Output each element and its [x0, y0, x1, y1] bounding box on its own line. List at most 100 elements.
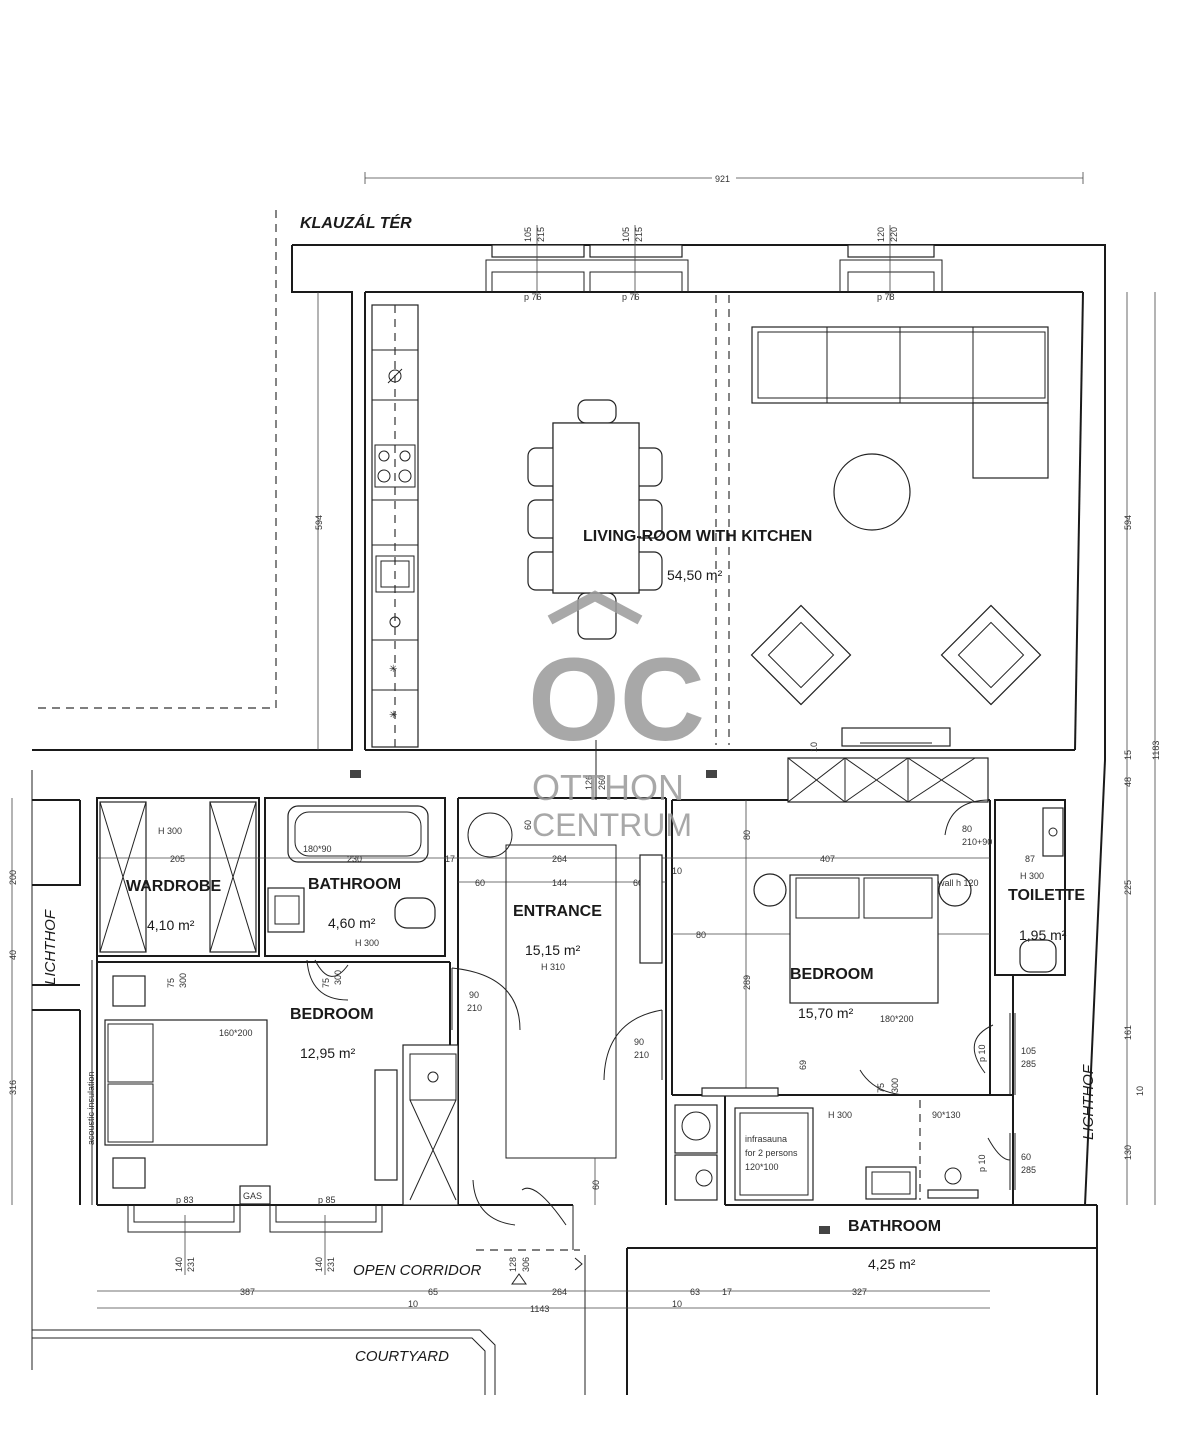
svg-text:10: 10 [809, 742, 819, 752]
marker [706, 770, 717, 778]
entrance: ENTRANCE 15,15 m² H 310 60 [467, 812, 663, 1205]
bottom-windows: 140 231 140 231 128 306 [127, 1205, 583, 1285]
svg-text:ENTRANCE: ENTRANCE [513, 903, 602, 920]
svg-text:p 76: p 76 [622, 292, 640, 302]
svg-text:4,10 m²: 4,10 m² [147, 917, 195, 933]
svg-text:220: 220 [889, 227, 899, 242]
svg-text:1183: 1183 [1151, 741, 1161, 760]
svg-text:p 83: p 83 [176, 1195, 194, 1205]
top-windows: 105 215 105 215 120 220 p 76 p 76 p 78 [485, 225, 943, 302]
svg-text:✳: ✳ [389, 664, 397, 675]
svg-text:87: 87 [1025, 854, 1035, 864]
lichthof-left-label: LICHTHOF [42, 909, 59, 985]
svg-text:120: 120 [876, 227, 886, 242]
svg-text:60: 60 [633, 878, 643, 888]
svg-text:306: 306 [521, 1257, 531, 1272]
svg-text:80: 80 [742, 830, 752, 840]
svg-text:300: 300 [890, 1078, 900, 1093]
svg-text:80: 80 [696, 930, 706, 940]
top-dimension: 921 [364, 172, 1084, 184]
svg-text:387: 387 [240, 1287, 255, 1297]
tv-stand [841, 727, 951, 747]
svg-text:264: 264 [552, 1287, 567, 1297]
bathroom-1: 180*90 BATHROOM 4,60 m² H 300 [267, 805, 436, 948]
armchair-left [750, 604, 852, 706]
svg-text:✳: ✳ [389, 710, 397, 721]
svg-text:17: 17 [722, 1287, 732, 1297]
svg-text:p 10: p 10 [977, 1154, 987, 1172]
bathroom-2: infrasauna for 2 persons 120*100 H 300 9… [674, 1100, 979, 1272]
svg-text:63: 63 [690, 1287, 700, 1297]
svg-text:180*90: 180*90 [303, 844, 332, 854]
living-room-label: LIVING-ROOM WITH KITCHEN [583, 528, 812, 545]
svg-text:60: 60 [523, 820, 533, 830]
svg-text:BATHROOM: BATHROOM [308, 876, 401, 893]
svg-text:75: 75 [166, 978, 176, 988]
svg-text:p 10: p 10 [977, 1044, 987, 1062]
svg-text:15: 15 [1123, 750, 1133, 760]
svg-text:69: 69 [798, 1060, 808, 1070]
svg-text:p 76: p 76 [524, 292, 542, 302]
svg-text:160*200: 160*200 [219, 1028, 253, 1038]
svg-text:10: 10 [672, 866, 682, 876]
svg-text:264: 264 [552, 854, 567, 864]
svg-text:infrasauna: infrasauna [745, 1134, 787, 1144]
lower-walls [96, 757, 1066, 1206]
lichthof-right-label: LICHTHOF [1080, 1064, 1097, 1140]
svg-text:BEDROOM: BEDROOM [290, 1006, 374, 1023]
svg-text:594: 594 [1123, 515, 1133, 530]
svg-text:4,60 m²: 4,60 m² [328, 915, 376, 931]
svg-text:wall h 120: wall h 120 [937, 878, 979, 888]
svg-text:215: 215 [536, 227, 546, 242]
svg-text:60: 60 [1021, 1152, 1031, 1162]
svg-text:128: 128 [508, 1257, 518, 1272]
bedroom-2: wall h 120 BEDROOM 15,70 m² 180*200 [753, 873, 979, 1024]
svg-text:p 85: p 85 [318, 1195, 336, 1205]
kitchen-counter: ✳ ✳ [371, 304, 419, 748]
svg-text:285: 285 [1021, 1165, 1036, 1175]
svg-text:H 300: H 300 [158, 826, 182, 836]
svg-text:300: 300 [333, 970, 343, 985]
svg-text:acoustic insulation: acoustic insulation [86, 1071, 96, 1145]
bedroom-1: 160*200 BEDROOM 12,95 m² acoustic insula… [86, 960, 459, 1206]
svg-text:231: 231 [326, 1257, 336, 1272]
svg-text:BEDROOM: BEDROOM [790, 966, 874, 983]
svg-text:225: 225 [1123, 880, 1133, 895]
svg-text:105: 105 [621, 227, 631, 242]
svg-text:161: 161 [1123, 1025, 1133, 1040]
svg-text:75: 75 [876, 1083, 886, 1093]
svg-text:65: 65 [428, 1287, 438, 1297]
svg-text:4,25 m²: 4,25 m² [868, 1256, 916, 1272]
coffee-table [833, 453, 911, 531]
watermark-logo: OC OTTHON CENTRUM [528, 590, 705, 843]
svg-text:10: 10 [408, 1299, 418, 1309]
svg-text:90*130: 90*130 [932, 1110, 961, 1120]
svg-text:140: 140 [314, 1257, 324, 1272]
right-dimensions: 594 1183 15 48 225 161 10 130 [1123, 292, 1161, 1205]
svg-text:316: 316 [8, 1080, 18, 1095]
svg-text:60: 60 [591, 1180, 601, 1190]
dining-table [527, 399, 663, 640]
svg-text:140: 140 [174, 1257, 184, 1272]
svg-text:200: 200 [8, 870, 18, 885]
marker [819, 1226, 830, 1234]
svg-text:180*200: 180*200 [880, 1014, 914, 1024]
wardrobe: H 300 WARDROBE 4,10 m² [99, 801, 257, 953]
svg-text:90: 90 [469, 990, 479, 1000]
svg-text:TOILETTE: TOILETTE [1008, 887, 1085, 904]
svg-text:1143: 1143 [530, 1304, 549, 1314]
open-corridor-label: OPEN CORRIDOR [353, 1262, 482, 1279]
door-labels: 90 210 90 210 80 210+90 75 300 75 300 75… [166, 742, 1036, 1175]
sofa [751, 326, 1049, 479]
svg-text:48: 48 [1123, 777, 1133, 787]
building-outline [31, 210, 1106, 1395]
svg-text:90: 90 [634, 1037, 644, 1047]
svg-text:289: 289 [742, 975, 752, 990]
svg-text:15,15 m²: 15,15 m² [525, 942, 581, 958]
svg-text:H 300: H 300 [1020, 871, 1044, 881]
svg-text:260: 260 [597, 775, 607, 790]
svg-text:OTTHON: OTTHON [532, 767, 684, 808]
doors [306, 740, 1016, 1226]
svg-text:210: 210 [467, 1003, 482, 1013]
